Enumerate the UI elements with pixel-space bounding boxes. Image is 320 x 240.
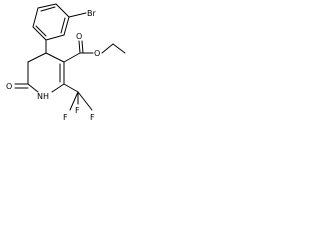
- c-br-bond: [68, 12, 87, 18]
- aryl-double-bond: [35, 25, 47, 37]
- ring-bond: [27, 52, 47, 63]
- c-f-bond: [69, 91, 79, 111]
- ethyl-bond: [112, 43, 126, 54]
- ester-carbonyl-bond: [78, 40, 81, 54]
- ketone-oxygen-label: O: [6, 82, 12, 91]
- ester-carbonyl-double-bond: [81, 40, 84, 54]
- bromine-label: Br: [87, 9, 96, 18]
- ethyl-bond: [101, 43, 114, 54]
- aryl-bond: [32, 7, 39, 28]
- pyridinone-ring: [27, 52, 65, 93]
- ester-group: [63, 40, 126, 63]
- cf3-group: [63, 83, 93, 111]
- ester-carbonyl-oxygen-label: O: [76, 32, 82, 41]
- aryl-bond: [37, 3, 57, 9]
- ring-bond: [45, 52, 65, 63]
- aryl-bond: [45, 34, 65, 41]
- c-f-bond: [77, 91, 93, 111]
- ester-oxygen-label: O: [94, 49, 100, 58]
- aryl-ring: [32, 3, 70, 41]
- aryl-bond: [63, 16, 70, 36]
- aryl-double-bond: [60, 17, 66, 34]
- aryl-bond: [55, 3, 70, 18]
- aryl-double-bond: [40, 6, 56, 12]
- ester-bond: [63, 52, 81, 63]
- ring-bond: [51, 83, 65, 93]
- fluorine-right-label: F: [90, 113, 95, 122]
- aryl-bond: [32, 26, 47, 41]
- structure-diagram: Br O O O NH F F F: [6, 3, 126, 122]
- fluorine-left-label: F: [63, 113, 68, 122]
- fluorine-top-label: F: [75, 106, 80, 115]
- nh-label: NH: [37, 92, 49, 101]
- c-cf3-bond: [63, 83, 79, 93]
- ring-bond: [27, 83, 39, 93]
